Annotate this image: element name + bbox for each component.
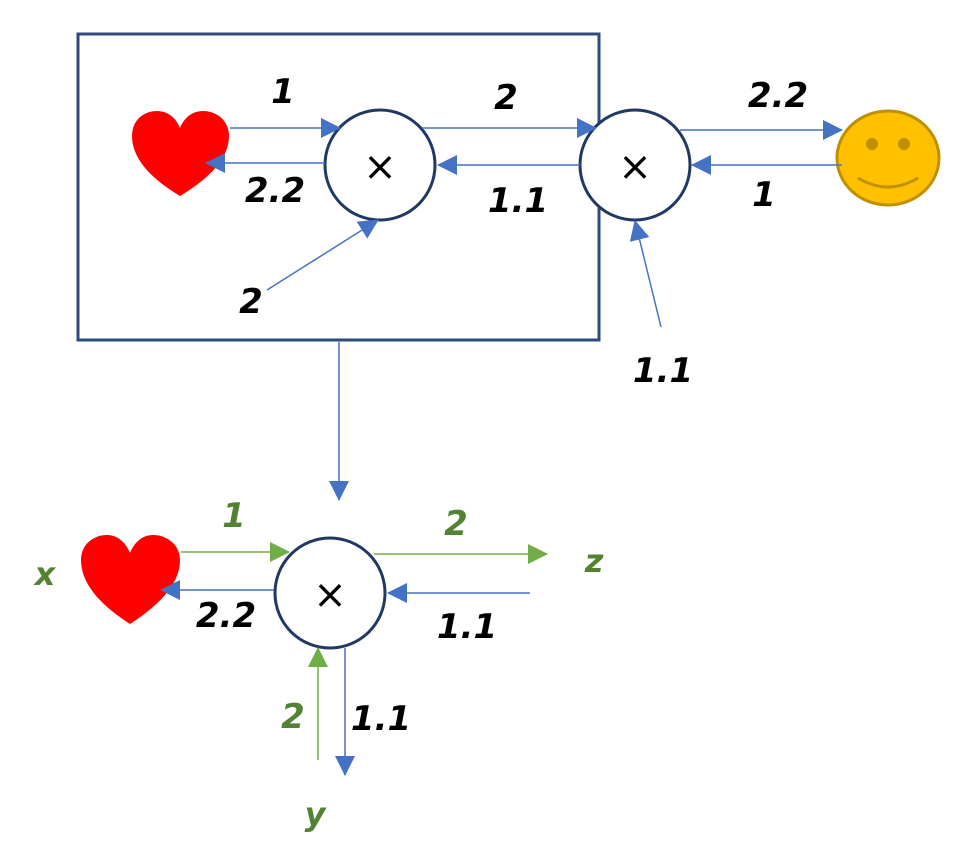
smiley-icon: [835, 109, 941, 207]
label-node1-to-heart: 2.2: [245, 171, 305, 211]
label-node1-to-node2: 2: [494, 78, 518, 118]
label-forward-x: 1: [222, 496, 246, 536]
label-node2-side-input: 1.1: [633, 351, 693, 391]
label-heart-to-node1: 1: [271, 72, 295, 112]
label-forward-y: 2: [281, 697, 305, 737]
label-backward-z: 1.1: [437, 607, 497, 647]
multiply-node-1: [323, 108, 437, 222]
label-forward-z: 2: [444, 504, 468, 544]
label-backward-y: 1.1: [351, 699, 411, 739]
label-var-z: z: [584, 542, 604, 580]
label-smiley-to-node2: 1: [752, 175, 776, 215]
heart-icon-zoomed: [81, 535, 180, 624]
label-var-y: y: [305, 795, 327, 833]
heart-icon: [132, 111, 229, 196]
edge-side-input-node2: [629, 220, 662, 328]
multiply-symbol-1: ×: [363, 144, 397, 190]
label-node1-side-input: 2: [239, 282, 263, 322]
multiply-node-zoomed: [273, 536, 387, 650]
multiply-symbol-2: ×: [618, 144, 652, 190]
edge-side-input-node1: [266, 219, 379, 291]
label-node2-to-node1: 1.1: [488, 181, 548, 221]
multiply-symbol-zoomed: ×: [313, 572, 347, 618]
label-backward-x: 2.2: [196, 596, 256, 636]
label-node2-to-smiley: 2.2: [748, 76, 808, 116]
label-var-x: x: [33, 555, 57, 593]
